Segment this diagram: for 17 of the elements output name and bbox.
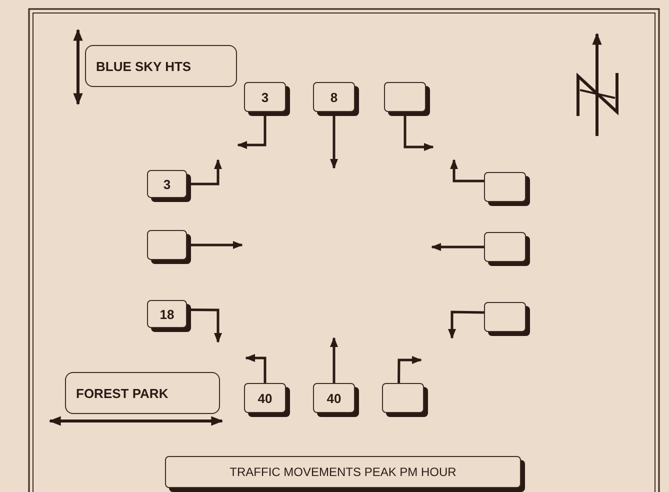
street-name: FOREST PARK bbox=[76, 386, 168, 400]
count-value: 3 bbox=[163, 176, 171, 192]
turn-arrow bbox=[398, 356, 422, 384]
turn-arrow bbox=[330, 337, 338, 383]
count-value: 8 bbox=[330, 90, 338, 104]
count-value: 3 bbox=[261, 90, 269, 104]
turn-arrow bbox=[431, 243, 484, 251]
count-value: 40 bbox=[258, 390, 272, 406]
turn-arrow bbox=[245, 354, 266, 383]
count-value: 18 bbox=[160, 306, 174, 322]
street-name: BLUE SKY HTS bbox=[96, 58, 192, 74]
street-label-box bbox=[65, 372, 220, 414]
count-value: 40 bbox=[326, 390, 342, 406]
turn-arrow bbox=[448, 310, 484, 339]
street-label-box bbox=[85, 45, 237, 87]
title-text: TRAFFIC MOVEMENTS PEAK PM HOUR bbox=[230, 465, 456, 479]
turn-arrow bbox=[450, 159, 484, 182]
